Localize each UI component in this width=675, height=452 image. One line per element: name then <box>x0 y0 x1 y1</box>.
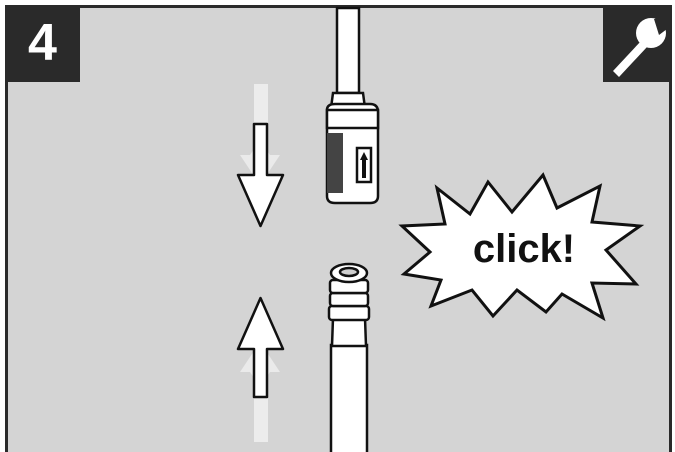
click-callout: click! <box>398 172 645 322</box>
up-arrow-icon <box>236 296 285 399</box>
thread-ring-3 <box>328 291 370 308</box>
down-arrow-motion <box>236 84 285 228</box>
wrench-icon <box>613 11 669 77</box>
collar-button-arrow-icon <box>360 152 368 178</box>
down-arrow-trail <box>254 84 268 124</box>
tool-badge <box>603 5 672 82</box>
upper-pole <box>329 6 367 110</box>
collar-top-band <box>325 108 380 130</box>
lower-pole-neck <box>330 316 368 348</box>
thread-ring-4 <box>327 304 371 322</box>
upper-pole-shaft <box>335 6 361 95</box>
up-arrow-motion <box>236 296 285 442</box>
lock-collar <box>325 102 380 205</box>
lower-pole-shaft <box>329 343 369 452</box>
lower-pole <box>327 262 371 452</box>
click-label: click! <box>473 227 575 271</box>
click-burst-shape <box>398 172 645 322</box>
up-arrow-trail <box>254 397 268 442</box>
down-arrow-icon <box>236 122 285 228</box>
step-number-badge: 4 <box>5 5 80 82</box>
thread-opening <box>338 266 360 278</box>
collar-shadow <box>327 133 343 193</box>
